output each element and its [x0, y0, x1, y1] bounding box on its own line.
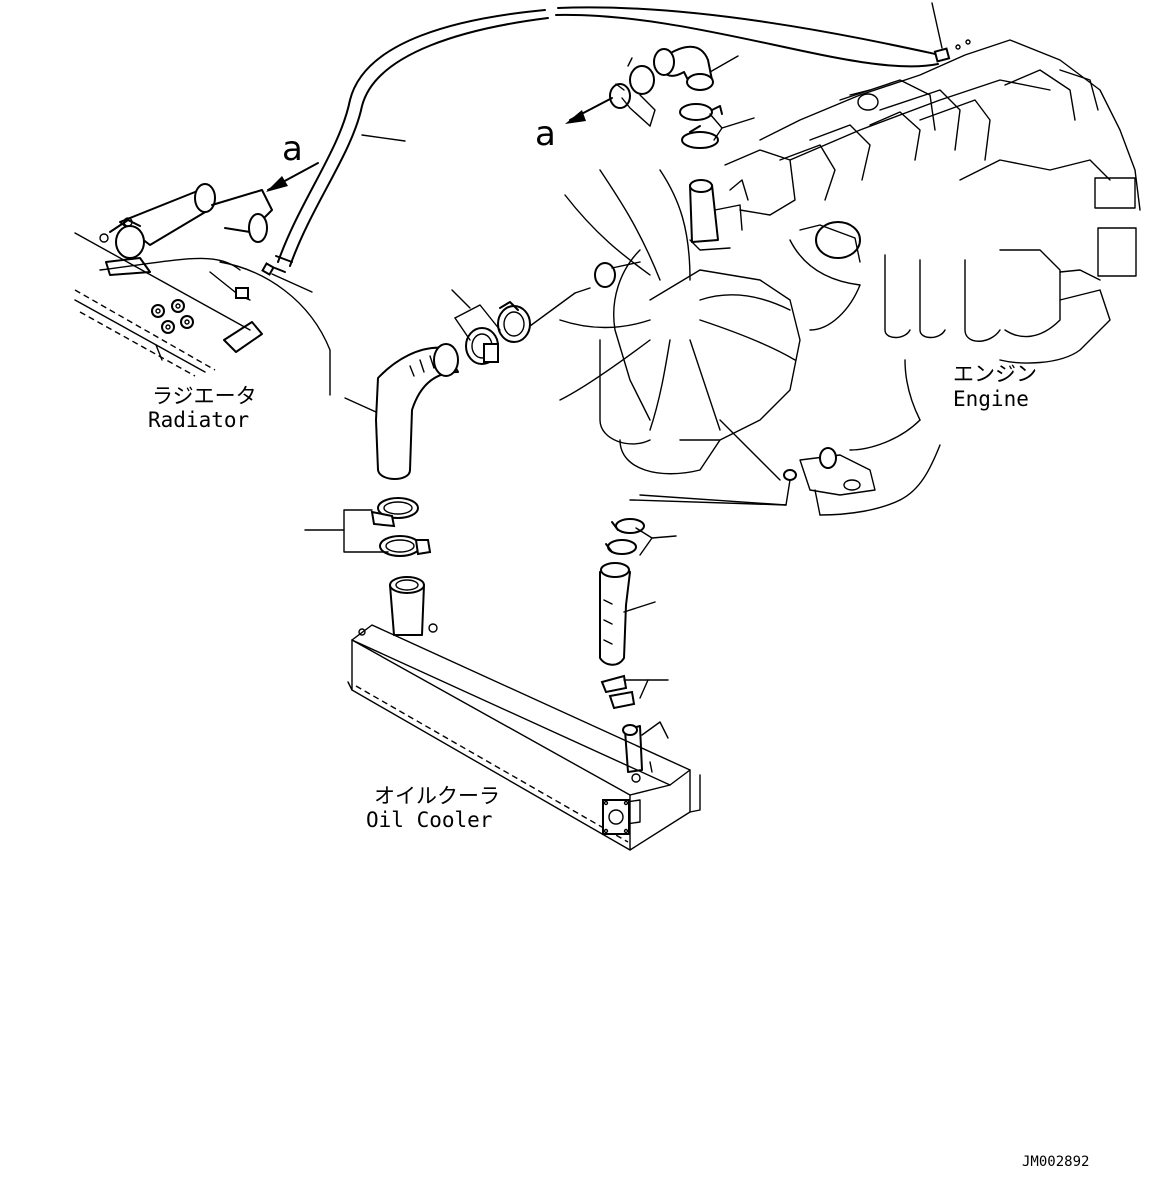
- radiator: [74, 162, 331, 396]
- oil-cooler-return-hose: [599, 562, 656, 666]
- radiator-lower-hose: [344, 343, 459, 480]
- radiator-label-jp: ラジエータ: [152, 384, 257, 408]
- oil-cooler-label-en: Oil Cooler: [366, 808, 492, 832]
- drawing-id: JM002892: [1022, 1154, 1089, 1170]
- oil-cooler-label-jp: オイルクーラ: [374, 784, 500, 808]
- engine-label-jp: エンジン: [953, 362, 1037, 386]
- return-hose-clamps: [605, 518, 677, 556]
- oil-cooler: [347, 576, 701, 851]
- upper-clamp-pair-2: [679, 103, 755, 149]
- radiator-label-en: Radiator: [148, 408, 249, 432]
- ref-label-a-left: a: [282, 129, 303, 169]
- tube-connector-right: [931, 2, 971, 63]
- upper-hose-clamp-pair: [565, 57, 656, 127]
- bolt-group: [151, 299, 194, 334]
- ref-label-a-center: a: [535, 114, 556, 154]
- engine-label-en: Engine: [953, 387, 1029, 411]
- breather-tube: [274, 6, 941, 273]
- center-clamp-pair-lower: [304, 497, 432, 557]
- return-hose-fittings: [600, 674, 669, 710]
- upper-elbow-hose: [653, 45, 739, 91]
- center-clamp-pair-upper: [451, 287, 591, 365]
- engine: [559, 39, 1141, 516]
